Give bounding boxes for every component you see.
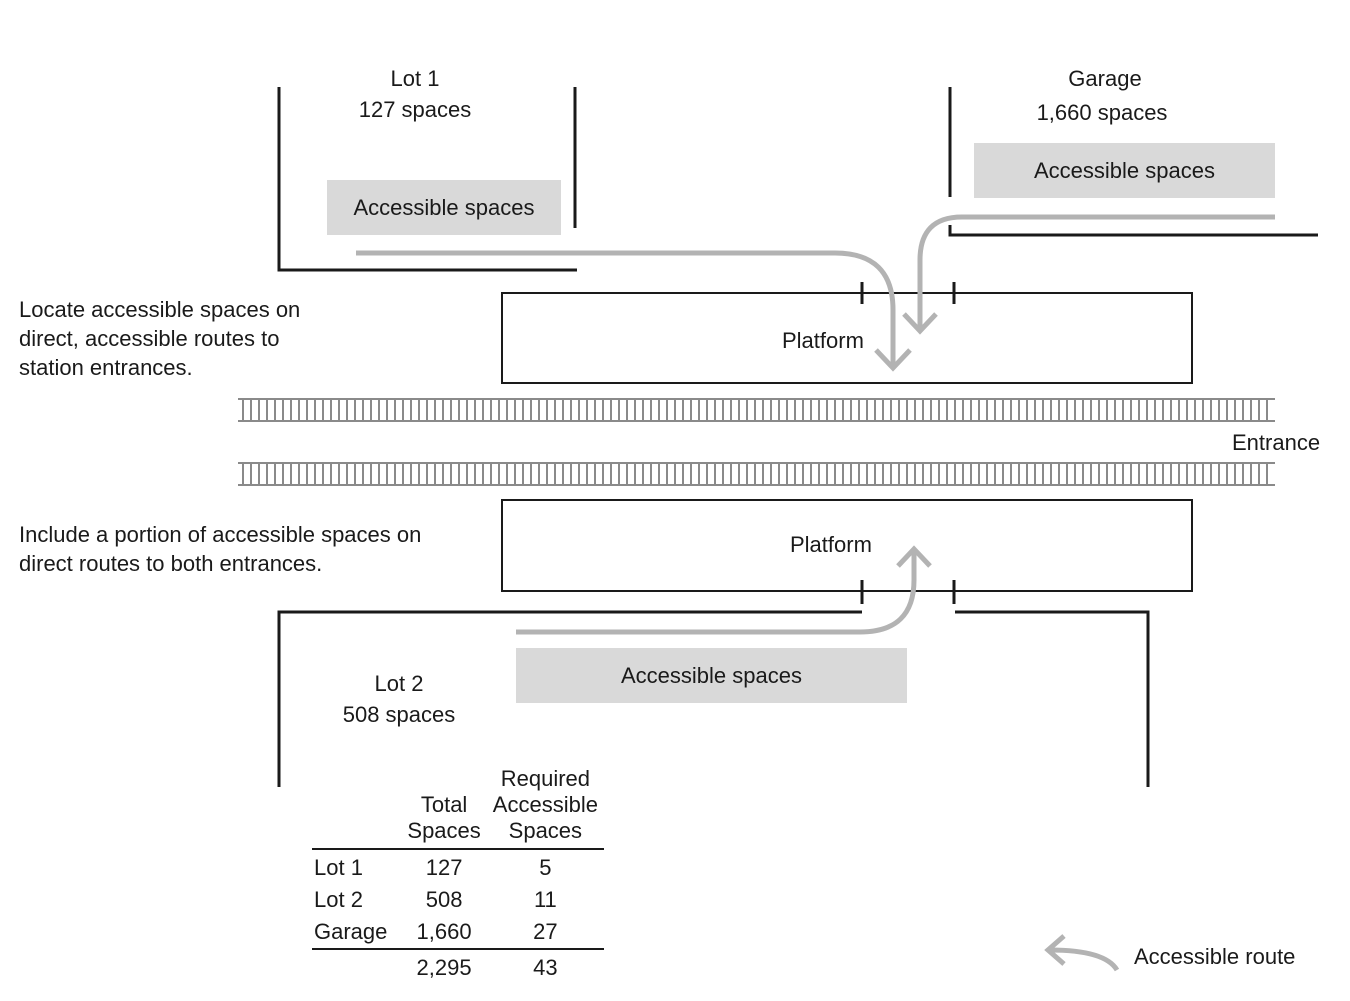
- garage-capacity: 1,660 spaces: [1036, 100, 1168, 125]
- lot1-name: Lot 1: [390, 66, 440, 91]
- note-top: Locate accessible spaces on direct, acce…: [19, 295, 300, 382]
- row-name: Garage: [314, 919, 388, 944]
- lot2-boundary: [277, 610, 1150, 787]
- header-line: Total: [420, 792, 468, 817]
- route-lot1-arrowhead: [874, 348, 912, 372]
- note-bottom-line: direct routes to both entrances.: [19, 551, 323, 576]
- totals-blank: [312, 949, 401, 984]
- table-row: Lot 1 127 5: [312, 849, 604, 884]
- row-required: 5: [539, 855, 552, 880]
- table-row: Garage 1,660 27: [312, 916, 604, 949]
- note-top-line: station entrances.: [19, 355, 193, 380]
- lot2-capacity: 508 spaces: [342, 702, 456, 727]
- row-total: 508: [425, 887, 463, 912]
- note-top-line: Locate accessible spaces on: [19, 297, 301, 322]
- curved-arrow-icon: [1044, 934, 1120, 972]
- legend-label: Accessible route: [1134, 944, 1296, 969]
- header-line: Spaces: [508, 818, 583, 843]
- route-lot2-arrowhead: [896, 545, 932, 568]
- lot1-capacity: 127 spaces: [358, 97, 472, 122]
- table-totals-row: 2,295 43: [312, 949, 604, 984]
- rail-track-lower: [238, 462, 1275, 486]
- row-name: Lot 1: [314, 855, 363, 880]
- platform-bottom-label: Platform: [790, 532, 872, 557]
- note-bottom: Include a portion of accessible spaces o…: [19, 520, 421, 578]
- platform-top-rect: [501, 292, 1193, 384]
- header-line: Accessible: [492, 792, 598, 817]
- rail-track-upper: [238, 398, 1275, 422]
- totals-total: 2,295: [416, 955, 472, 980]
- route-lot2: [516, 552, 917, 635]
- entrance-markers: [860, 282, 956, 604]
- note-top-line: direct, accessible routes to: [19, 326, 280, 351]
- route-lot1: [356, 250, 896, 366]
- row-required: 11: [533, 887, 557, 912]
- table-header-blank: [312, 766, 401, 849]
- table-header-total: Total Spaces: [401, 766, 486, 849]
- row-total: 127: [425, 855, 463, 880]
- table-header-row: Total Spaces Required Accessible Spaces: [312, 766, 604, 849]
- accessible-routes: [356, 214, 1275, 635]
- lot2-accessible-spaces: Accessible spaces: [516, 648, 907, 703]
- row-name: Lot 2: [314, 887, 363, 912]
- platform-bottom-rect: [501, 499, 1193, 592]
- table-row: Lot 2 508 11: [312, 884, 604, 916]
- garage-boundary: [948, 87, 1318, 237]
- platform-top-label: Platform: [782, 328, 864, 353]
- entrance-label: Entrance: [1232, 430, 1321, 455]
- lot1-accessible-spaces: Accessible spaces: [327, 180, 561, 235]
- header-line: Required: [500, 766, 590, 791]
- garage-name: Garage: [1068, 66, 1142, 91]
- header-line: Spaces: [407, 818, 481, 843]
- totals-required: 43: [533, 955, 558, 980]
- lot1-boundary: [277, 87, 577, 272]
- row-total: 1,660: [416, 919, 472, 944]
- row-required: 27: [533, 919, 558, 944]
- spaces-table: Total Spaces Required Accessible Spaces …: [312, 766, 604, 984]
- route-garage: [917, 214, 1275, 330]
- note-bottom-line: Include a portion of accessible spaces o…: [19, 522, 422, 547]
- garage-accessible-spaces: Accessible spaces: [974, 143, 1275, 198]
- lot2-name: Lot 2: [374, 671, 424, 696]
- table-header-required: Required Accessible Spaces: [487, 766, 604, 849]
- route-garage-arrowhead: [902, 312, 938, 335]
